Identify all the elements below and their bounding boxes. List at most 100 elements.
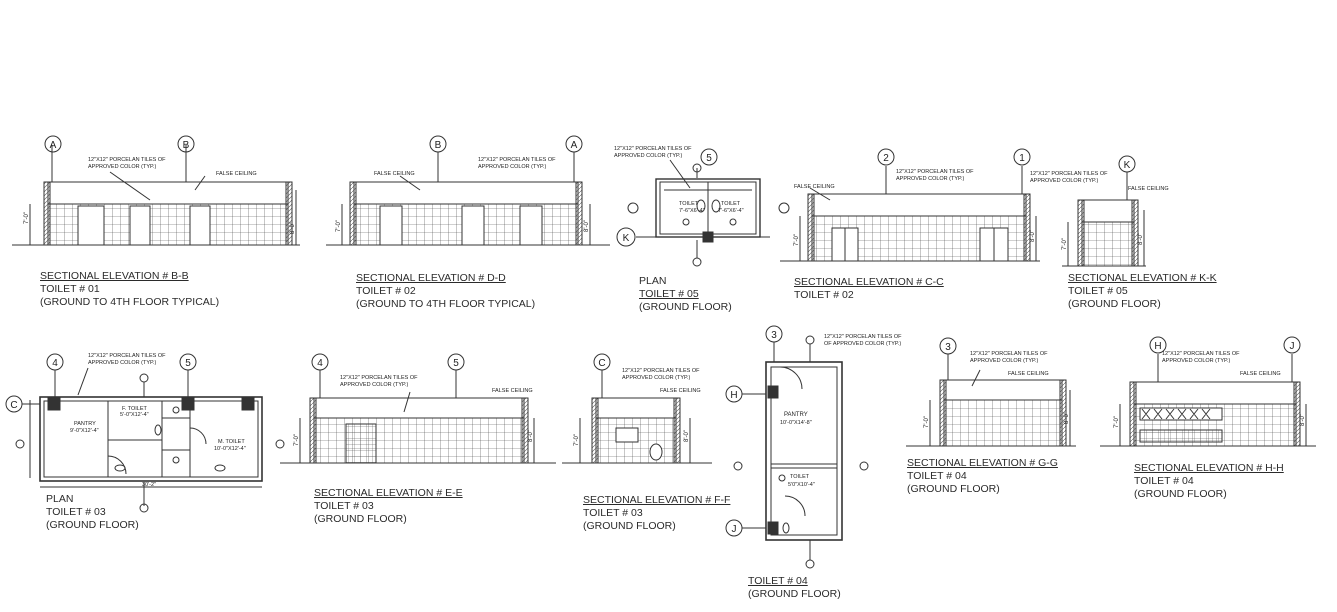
caption-line: TOILET # 03	[583, 507, 643, 519]
note-tiles: 12"X12" PORCELAN TILES OF	[88, 353, 166, 359]
note-tiles: APPROVED COLOR (TYP.)	[478, 164, 547, 170]
caption-line: (GROUND TO 4TH FLOOR TYPICAL)	[356, 298, 536, 310]
room-dim: 7'-6"X6'-4"	[718, 208, 744, 214]
caption-title: SECTIONAL ELEVATION # E-E	[314, 487, 463, 499]
dim-height: 8'-0"	[584, 220, 590, 232]
caption-hh: SECTIONAL ELEVATION # H-H TOILET # 04 (G…	[1134, 462, 1284, 501]
room-dim: 7'-6"X6'-4"	[679, 208, 705, 214]
caption-line: TOILET # 01	[40, 283, 100, 295]
dim-height: 7'-0"	[1062, 238, 1068, 250]
note-false-ceiling: FALSE CEILING	[1128, 186, 1169, 192]
note-tiles: APPROVED COLOR (TYP.)	[88, 164, 157, 170]
plan-toilet-03	[5, 353, 285, 513]
dim-height: 7'-0"	[294, 434, 300, 446]
grid-label: 5	[453, 358, 459, 369]
grid-label: A	[50, 140, 57, 151]
grid-label: 4	[317, 358, 323, 369]
grid-label: C	[10, 400, 17, 411]
caption-line: (GROUND FLOOR)	[748, 588, 841, 600]
caption-plan-03: PLAN TOILET # 03 (GROUND FLOOR)	[46, 493, 139, 532]
caption-gg: SECTIONAL ELEVATION # G-G TOILET # 04 (G…	[907, 457, 1058, 496]
caption-line: (GROUND FLOOR)	[583, 520, 676, 532]
room-dim: 10'-0"X14'-8"	[780, 420, 812, 426]
dim-height: 7'-0"	[24, 212, 30, 224]
room-dim: 10'-0"X12'-4"	[214, 446, 246, 452]
room-dim: 5'-0"X12'-4"	[120, 412, 149, 418]
caption-title: SECTIONAL ELEVATION # F-F	[583, 494, 731, 506]
note-false-ceiling: FALSE CEILING	[1008, 371, 1049, 377]
note-false-ceiling: FALSE CEILING	[374, 171, 415, 177]
caption-kk: SECTIONAL ELEVATION # K-K TOILET # 05 (G…	[1068, 272, 1217, 311]
plan-toilet-04	[725, 325, 869, 569]
note-tiles: APPROVED COLOR (TYP.)	[88, 360, 157, 366]
grid-label: 3	[945, 342, 951, 353]
dim-overall: 30'-2"	[142, 482, 156, 488]
caption-line: TOILET # 03	[46, 506, 106, 518]
room-label: M. TOILET	[218, 439, 245, 445]
dim-height: 7'-0"	[1114, 416, 1120, 428]
note-tiles: APPROVED COLOR (TYP.)	[1162, 358, 1231, 364]
dim-height: 7'-0"	[574, 434, 580, 446]
dim-height: 8'-0"	[1030, 230, 1036, 242]
caption-cc: SECTIONAL ELEVATION # C-C TOILET # 02	[794, 276, 944, 302]
note-false-ceiling: FALSE CEILING	[216, 171, 257, 177]
note-tiles: 12"X12" PORCELAN TILES OF	[478, 157, 556, 163]
dim-height: 8'-0"	[684, 430, 690, 442]
room-label: TOILET	[790, 474, 810, 480]
grid-label: B	[435, 140, 442, 151]
grid-label: 5	[185, 358, 191, 369]
note-tiles: 12"X12" PORCELAN TILES OF	[1162, 351, 1240, 357]
note-tiles: 12"X12" PORCELAN TILES OF	[88, 157, 166, 163]
grid-label: K	[1124, 160, 1131, 171]
room-dim: 9'-0"X12'-4"	[70, 428, 99, 434]
note-tiles: APPROVED COLOR (TYP.)	[1030, 178, 1099, 184]
grid-bubble-a	[44, 135, 62, 153]
grid-label: 1	[1019, 153, 1025, 164]
elevation-gg	[906, 337, 1076, 447]
caption-plan-05: PLAN TOILET # 05 (GROUND FLOOR)	[639, 275, 732, 314]
note-tiles: APPROVED COLOR (TYP.)	[614, 153, 683, 159]
elevation-hh	[1100, 336, 1316, 447]
caption-line: (GROUND FLOOR)	[1134, 488, 1227, 500]
caption-title: TOILET # 04	[748, 575, 808, 587]
caption-title: PLAN	[46, 493, 74, 505]
caption-title: SECTIONAL ELEVATION # D-D	[356, 272, 506, 284]
dim-height: 8'-0"	[1300, 414, 1306, 426]
note-tiles: APPROVED COLOR (TYP.)	[970, 358, 1039, 364]
elevation-cc	[780, 148, 1040, 262]
note-tiles: 12"X12" PORCELAN TILES OF	[970, 351, 1048, 357]
dim-height: 7'-0"	[336, 220, 342, 232]
note-tiles: 12"X12" PORCELAN TILES OF	[824, 334, 902, 340]
grid-bubble-a	[565, 135, 583, 153]
grid-label: J	[1290, 341, 1295, 352]
grid-label: 3	[771, 330, 777, 341]
room-label: F. TOILET	[122, 406, 148, 412]
caption-title: SECTIONAL ELEVATION # C-C	[794, 276, 944, 288]
caption-title: SECTIONAL ELEVATION # K-K	[1068, 272, 1217, 284]
caption-line: (GROUND FLOOR)	[46, 519, 139, 531]
elevation-kk	[1062, 155, 1146, 267]
grid-label: J	[732, 524, 737, 535]
grid-label: C	[598, 358, 605, 369]
grid-label: 2	[883, 153, 889, 164]
note-false-ceiling: FALSE CEILING	[660, 388, 701, 394]
elevation-dd	[326, 135, 610, 246]
caption-title: SECTIONAL ELEVATION # G-G	[907, 457, 1058, 469]
caption-plan-04: TOILET # 04 (GROUND FLOOR)	[748, 575, 841, 601]
note-tiles: APPROVED COLOR (TYP.)	[622, 375, 691, 381]
room-label: TOILET	[679, 201, 699, 207]
grid-label: 4	[52, 358, 58, 369]
plan-toilet-05	[616, 148, 790, 267]
room-label: PANTRY	[74, 421, 96, 427]
grid-label: H	[1154, 341, 1161, 352]
grid-label: A	[571, 140, 578, 151]
caption-line: TOILET # 02	[356, 285, 416, 297]
caption-line: (GROUND TO 4TH FLOOR TYPICAL)	[40, 296, 220, 308]
elevation-ff	[562, 353, 712, 464]
note-false-ceiling: FALSE CEILING	[1240, 371, 1281, 377]
caption-title: PLAN	[639, 275, 667, 287]
note-tiles: 12"X12" PORCELAN TILES OF	[896, 169, 974, 175]
dim-height: 8'-0"	[1138, 233, 1144, 245]
grid-label: B	[183, 140, 190, 151]
